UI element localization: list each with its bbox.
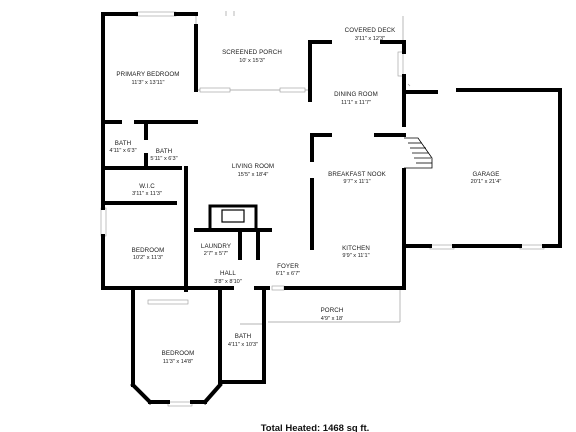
bath-1-dim: 4'11" x 6'3" <box>109 148 136 154</box>
dining-room-name: DINING ROOM <box>334 91 378 98</box>
breakfast-nook-dim: 9'7" x 11'1" <box>343 179 370 185</box>
bath-2-name: BATH <box>156 148 172 155</box>
bedroom-2-name: BEDROOM <box>162 350 195 357</box>
windows <box>100 11 545 407</box>
foyer-name: FOYER <box>277 263 299 270</box>
laundry-name: LAUNDRY <box>201 243 231 250</box>
primary-bedroom-name: PRIMARY BEDROOM <box>116 71 179 78</box>
wic-name: W.I.C <box>139 183 155 190</box>
bedroom-1-name: BEDROOM <box>132 247 165 254</box>
porch-dim: 4'9" x 18' <box>321 316 343 322</box>
bedroom-1-dim: 10'2" x 11'3" <box>133 255 163 261</box>
thin-lines <box>195 11 411 325</box>
garage-name: GARAGE <box>472 171 499 178</box>
bath-3-name: BATH <box>235 333 251 340</box>
walls <box>101 12 562 405</box>
kitchen-dim: 9'9" x 11'1" <box>342 253 369 259</box>
screened-porch-name: SCREENED PORCH <box>222 49 282 56</box>
breakfast-nook-name: BREAKFAST NOOK <box>328 171 386 178</box>
wic-dim: 3'11" x 11'3" <box>132 191 162 197</box>
porch-name: PORCH <box>321 307 344 314</box>
room-labels: SCREENED PORCH 10' x 15'3" COVERED DECK … <box>109 27 501 365</box>
garage-dim: 20'1" x 21'4" <box>471 179 502 185</box>
dining-room-dim: 11'1" x 11'7" <box>341 100 371 106</box>
primary-bedroom-dim: 11'3" x 13'11" <box>132 80 165 86</box>
hall-name: HALL <box>220 270 236 277</box>
fireplace <box>208 204 258 232</box>
bath-1-name: BATH <box>115 140 131 147</box>
screened-porch-dim: 10' x 15'3" <box>239 58 265 64</box>
bath-3-dim: 4'11" x 10'3" <box>228 342 258 348</box>
bath-2-dim: 5'11" x 6'3" <box>150 156 177 162</box>
living-room-dim: 15'5" x 18'4" <box>238 172 269 178</box>
kitchen-name: KITCHEN <box>342 245 370 252</box>
hall-dim: 3'8" x 8'10" <box>214 279 242 285</box>
total-heated-area: Total Heated: 1468 sq ft. <box>261 423 370 432</box>
foyer-dim: 6'1" x 6'7" <box>276 271 300 277</box>
covered-deck-name: COVERED DECK <box>345 27 396 34</box>
bedroom-2-dim: 11'3" x 14'8" <box>163 359 193 365</box>
deck-stairs <box>404 137 433 169</box>
living-room-name: LIVING ROOM <box>232 163 274 170</box>
laundry-dim: 2'7" x 5'7" <box>204 251 228 257</box>
covered-deck-dim: 3'11" x 12'3" <box>355 36 385 42</box>
